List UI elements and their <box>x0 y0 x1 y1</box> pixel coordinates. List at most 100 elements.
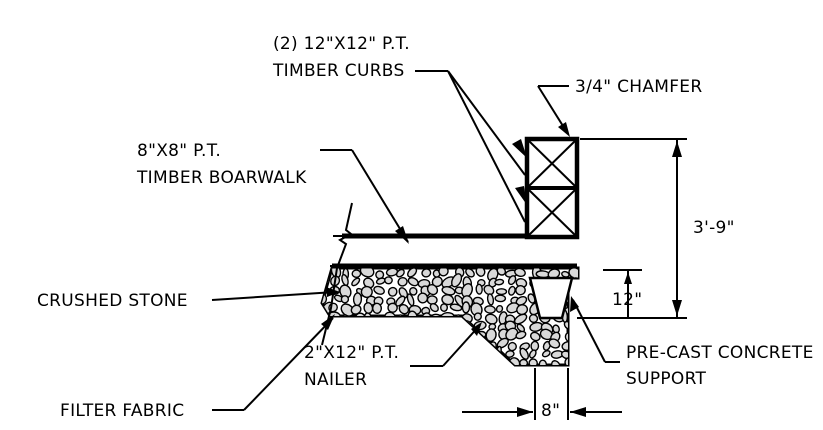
stone <box>515 330 527 340</box>
stone <box>356 329 365 343</box>
stone <box>374 314 383 323</box>
precast-leader <box>570 296 620 363</box>
filter-fabric-leader <box>212 314 335 411</box>
stone <box>453 323 463 334</box>
stone <box>398 287 409 299</box>
stone <box>409 286 418 296</box>
stone <box>414 345 429 359</box>
stone <box>344 322 353 332</box>
stone <box>508 285 516 296</box>
stone <box>451 273 463 288</box>
stone <box>448 337 462 351</box>
stone <box>507 275 517 286</box>
stone <box>473 312 482 321</box>
stone <box>485 328 497 342</box>
stone <box>407 268 418 278</box>
stone <box>431 348 440 357</box>
stone <box>342 328 354 342</box>
height-dimension <box>577 138 687 319</box>
stone <box>398 303 410 315</box>
crushed-stone-label: CRUSHED STONE <box>37 291 188 311</box>
stone <box>439 331 448 341</box>
chamfer-label: 3/4" CHAMFER <box>575 77 702 97</box>
stone <box>426 283 439 296</box>
stone <box>475 268 486 277</box>
stone <box>331 330 339 343</box>
stone <box>383 329 394 340</box>
precast-concrete-support <box>528 276 574 320</box>
stone <box>487 347 497 359</box>
stone <box>340 295 350 304</box>
boardwalk-label-line1: 8"X8" P.T. <box>137 141 221 161</box>
stone <box>438 268 449 277</box>
stone <box>322 269 329 278</box>
stone <box>409 350 418 359</box>
nailer-leader <box>410 322 482 367</box>
stone <box>484 313 498 325</box>
stone <box>476 341 484 353</box>
precast-label-line1: PRE-CAST CONCRETE <box>626 343 814 363</box>
stone <box>432 319 443 331</box>
stone <box>528 313 539 324</box>
stone <box>352 292 363 307</box>
stone <box>483 284 495 296</box>
stone <box>418 321 429 331</box>
stone <box>508 357 521 365</box>
stone <box>494 294 507 303</box>
stone <box>484 305 496 314</box>
stone <box>528 358 538 365</box>
stone <box>426 295 438 305</box>
stone <box>384 276 393 285</box>
stone <box>514 268 526 278</box>
stone <box>494 278 505 286</box>
stone <box>542 340 551 351</box>
stone <box>397 276 408 287</box>
stone <box>395 268 405 278</box>
stone <box>570 339 578 351</box>
stone <box>426 338 440 348</box>
stone <box>439 346 449 359</box>
stone <box>450 357 460 365</box>
stone <box>341 314 350 323</box>
stone <box>495 288 508 296</box>
stone <box>420 341 432 349</box>
stone <box>387 320 400 331</box>
stone <box>373 285 385 295</box>
stone <box>410 338 422 351</box>
stone <box>465 268 475 278</box>
nailer-label-line1: 2"X12" P.T. <box>304 343 399 363</box>
stone <box>505 350 515 358</box>
stone <box>485 359 495 365</box>
stone <box>574 330 578 342</box>
stone <box>530 340 540 352</box>
stone <box>387 286 398 297</box>
chamfer-leader <box>537 85 570 137</box>
stone <box>528 349 537 359</box>
stone <box>421 268 432 278</box>
stone <box>363 323 372 335</box>
stone <box>371 302 383 314</box>
stone <box>439 339 449 353</box>
boardwalk-leader <box>320 149 409 244</box>
filter-fabric-label: FILTER FABRIC <box>60 401 184 421</box>
stone <box>472 346 488 359</box>
stone <box>408 320 418 332</box>
stone <box>449 303 463 312</box>
stone <box>398 321 411 335</box>
depth-dimension <box>603 269 642 318</box>
stone <box>352 323 361 332</box>
timber-curbs <box>524 136 580 240</box>
curbs-label-line1: (2) 12"X12" P.T. <box>273 34 410 54</box>
stone <box>515 284 526 296</box>
stone <box>351 277 361 287</box>
stone <box>429 303 439 313</box>
width-dimension <box>462 368 622 420</box>
stone <box>430 329 441 344</box>
stone <box>486 293 495 306</box>
width-dimension-label: 8" <box>541 401 560 421</box>
stone <box>548 338 561 349</box>
curbs-label-line2: TIMBER CURBS <box>272 61 405 81</box>
stone <box>438 321 450 333</box>
stone <box>396 328 410 342</box>
